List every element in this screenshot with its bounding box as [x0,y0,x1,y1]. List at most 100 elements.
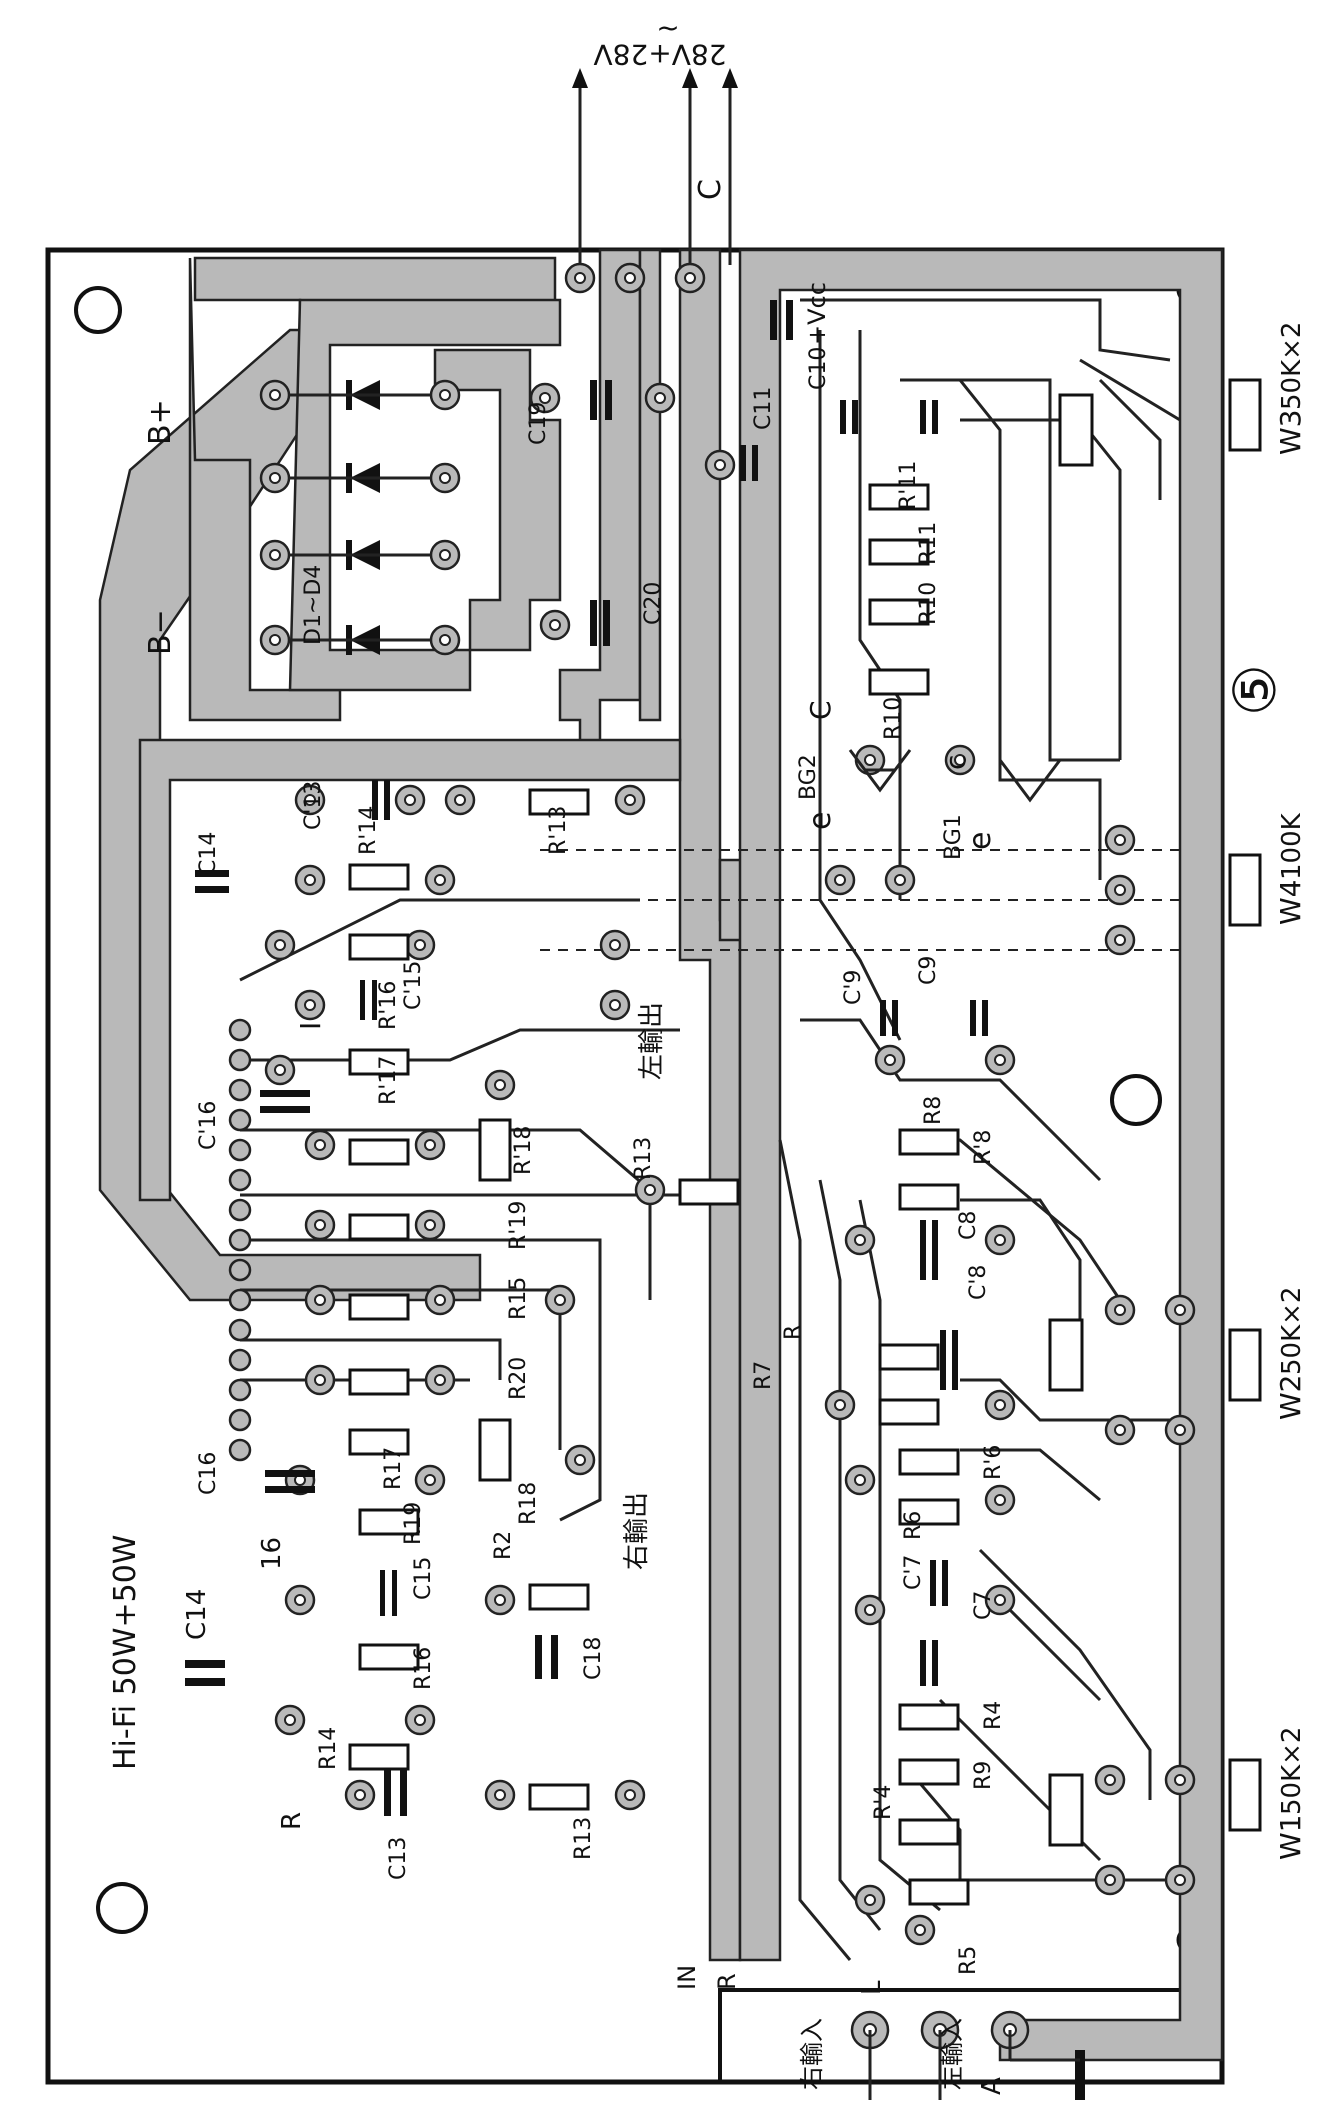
label-c15: C15 [411,1557,436,1600]
label-r17p: R'17 [376,1056,401,1105]
pad [854,1884,886,1916]
resistor-r7b [878,1398,940,1426]
pot-name-w3: W3 [1274,410,1307,456]
node-label-c1: C [804,700,837,720]
pad [614,262,646,294]
label-c18: C18 [581,1637,606,1680]
pot-w2 [1228,1328,1262,1402]
pad [874,1044,906,1076]
diode-icon [290,380,430,410]
node-label-right-ch: R [277,1812,307,1830]
resistor-r18p [478,1118,512,1182]
label-c9: C9 [916,956,941,985]
resistor-r4 [898,1703,960,1731]
resistor-r19b [358,1508,420,1536]
resistor-r17p [348,1048,410,1076]
resistor-w3 [1058,393,1094,467]
transistors [848,749,1062,803]
pad [614,1779,646,1811]
pad [984,1389,1016,1421]
capacitor-c16 [265,1470,315,1493]
pad [599,989,631,1021]
label-c7p: C'7 [901,1555,926,1590]
label-r8: R8 [921,1096,946,1125]
resistor-r11p [868,483,930,511]
pad [304,1209,336,1241]
text-right-in: 右輸入 [798,2018,826,2090]
label-c13p: C'13 [301,781,326,830]
pad [1104,824,1136,856]
title: Hi-Fi 50W+50W [108,1535,143,1770]
pad [599,929,631,961]
resistor-r9 [898,1818,960,1846]
pad [294,784,326,816]
label-c15p: C'15 [401,961,426,1010]
resistor-r10b [868,668,930,696]
label-r4p: R'4 [871,1785,896,1820]
pot-value-w4: 100K [1277,812,1307,880]
pad [424,1364,456,1396]
pad [564,262,596,294]
label-c19: C19 [526,402,551,445]
label-c14: C14 [182,1589,212,1640]
label-r13-mid: R13 [631,1137,656,1180]
pad [429,624,461,656]
pad [484,1584,516,1616]
pot-label-w4: W4 100K [1274,812,1307,925]
label-r16p: R'16 [376,981,401,1030]
node-label-input-r: R [713,1973,741,1990]
label-r14: R14 [316,1727,341,1770]
pad [824,1389,856,1421]
node-label-b-minus: B− [143,609,178,655]
pad [444,784,476,816]
pad [429,539,461,571]
label-r7: R7 [751,1361,776,1390]
capacitor-c7 [930,1560,948,1606]
label-r10: R10 [916,582,941,625]
node-label-left-ch: L [857,1980,887,1995]
resistor-r19 [348,1213,410,1241]
pad [984,1044,1016,1076]
pot-name-w2: W2 [1274,1375,1307,1421]
pot-name-w4: W4 [1274,880,1307,926]
pot-label-w1: W1 50K×2 [1274,1727,1307,1860]
pad [704,449,736,481]
board-notch [718,1988,1222,2082]
pot-w1 [1228,1758,1262,1832]
label-r9: R9 [971,1761,996,1790]
node-label-c2: c [939,755,972,770]
pad [294,864,326,896]
label-c9p: C'9 [841,970,866,1005]
pad [1104,874,1136,906]
capacitors [185,300,988,1816]
mount-hole-tl [74,286,122,334]
label-r19b: R19 [401,1502,426,1545]
label-c20: C20 [641,582,666,625]
label-r13: R13 [571,1817,596,1860]
label-r10b: R10 [881,697,906,740]
node-label-e1: e [803,812,838,830]
component-labels: C19 C20 D1~D4 C11 C10 R'11 R11 R10 R10 B… [182,347,1006,1975]
label-c8: C8 [956,1211,981,1240]
capacitor-c18 [535,1635,558,1679]
label-c16: C16 [196,1452,221,1495]
pad [984,1584,1016,1616]
pad [1164,1294,1196,1326]
pad [424,864,456,896]
node-label-input-arrow: IN [673,1965,701,1990]
pad [674,262,706,294]
label-r14p: R'14 [356,806,381,855]
node-label-sixteen: 16 [257,1537,287,1570]
resistor-r11 [868,538,930,566]
pad [394,784,426,816]
pot-value-w3: 50K×2 [1277,322,1307,410]
label-r5: R5 [956,1946,981,1975]
figure-number: ⑤ [1221,664,1289,716]
pad [429,379,461,411]
text-left-out: 左輸出 [637,1002,667,1080]
diode-bridge [290,380,430,655]
right-edge-trace [738,248,1224,2062]
pads [259,262,1196,2050]
pad [484,1779,516,1811]
resistor-r2x [528,1583,590,1611]
